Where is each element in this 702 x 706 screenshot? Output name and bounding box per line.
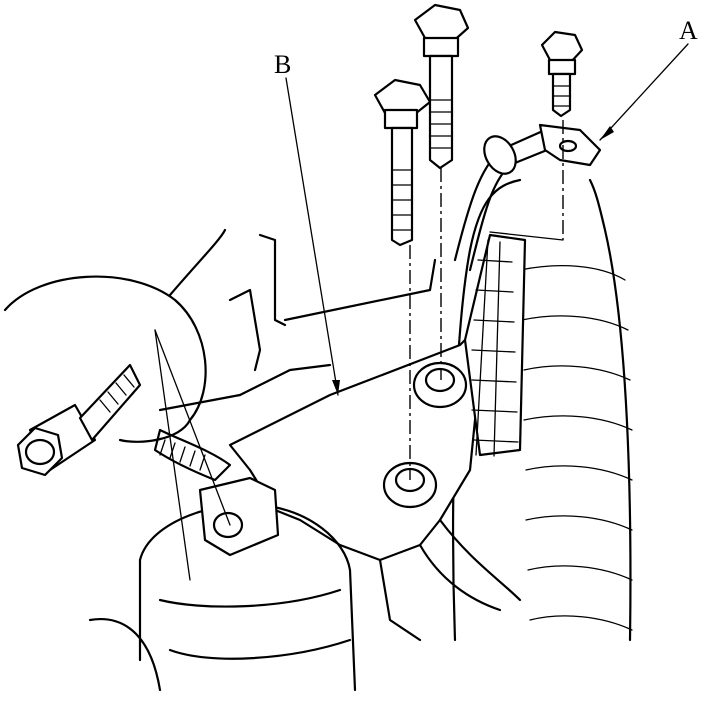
callout-label-a: A [679,16,698,45]
leader-lines [285,43,689,396]
engine-block-lines [88,233,437,692]
leader-b [285,77,339,396]
bolt-holes [382,361,468,509]
leader-b-arrowhead [332,380,340,395]
circular-cover [3,228,227,443]
callout-label-b: B [274,50,292,79]
leader-a-arrowhead [600,126,614,140]
bolt-right-small [540,30,584,118]
leader-a [599,43,689,141]
center-lines [154,120,564,581]
bolt-center-tall [413,3,470,170]
bolt-center-short [373,78,432,247]
cable-with-clip [453,123,602,272]
bolt-left-horizontal [16,363,142,477]
